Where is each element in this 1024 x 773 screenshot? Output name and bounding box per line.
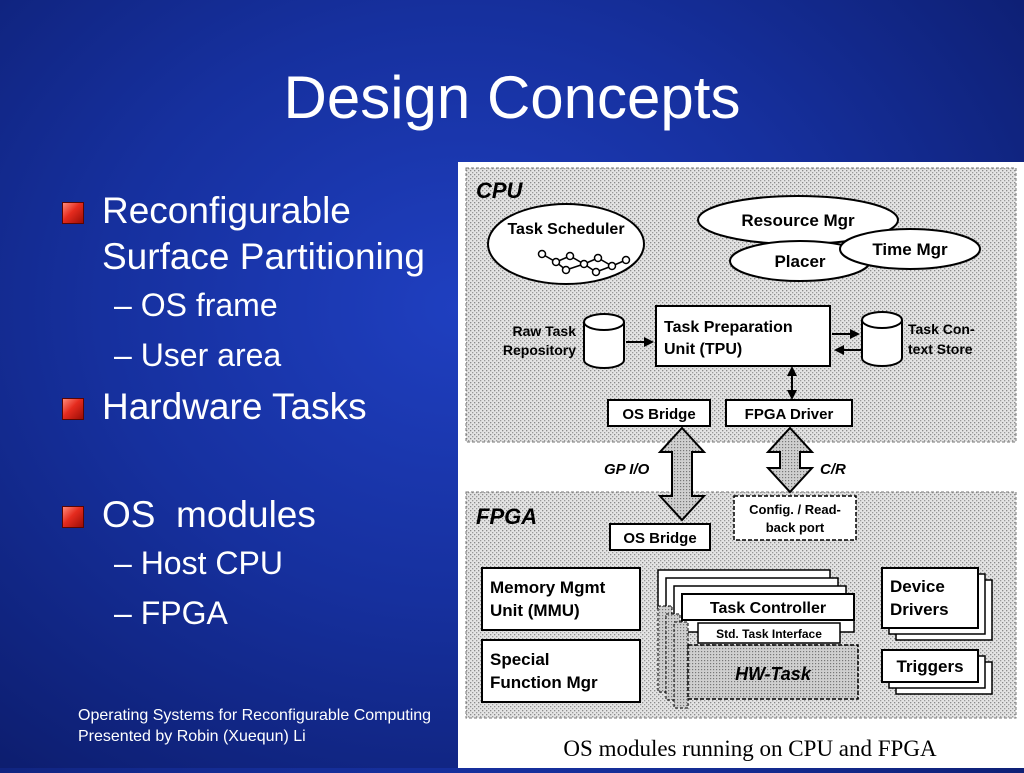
bullet-hardware-tasks: Hardware Tasks — [62, 384, 462, 430]
cpu-label: CPU — [476, 178, 524, 203]
cr-double-arrow — [765, 426, 815, 494]
device-drivers-label-2: Drivers — [890, 600, 949, 619]
bullet-text-line-1: Reconfigurable — [102, 190, 351, 231]
task-context-store-label-1: Task Con- — [908, 321, 975, 337]
bullet-surface-partitioning: Reconfigurable Surface Partitioning — [62, 188, 462, 280]
raw-task-repo-label-2: Repository — [503, 342, 576, 358]
diagram-caption: OS modules running on CPU and FPGA — [563, 736, 937, 761]
bullet-square-icon — [62, 202, 84, 224]
arrowhead-icon — [834, 345, 844, 355]
task-controller-box — [681, 593, 855, 621]
sub-bullet-user-area: – User area — [114, 337, 282, 373]
sub-bullet-os-frame: – OS frame — [114, 287, 278, 323]
std-task-interface-label: Std. Task Interface — [716, 627, 822, 641]
arrowhead-icon — [787, 390, 797, 400]
special-fn-label-1: Special — [490, 650, 550, 669]
time-mgr-label: Time Mgr — [872, 240, 948, 259]
arrowhead-icon — [850, 329, 860, 339]
slide-footer: Operating Systems for Reconfigurable Com… — [78, 705, 431, 747]
bullet-text-line-2: Surface Partitioning — [102, 236, 425, 277]
footer-line-2: Presented by Robin (Xuequn) Li — [78, 728, 306, 745]
special-fn-label-2: Function Mgr — [490, 673, 598, 692]
tpu-label-1: Task Preparation — [664, 319, 793, 336]
fpga-label: FPGA — [476, 504, 537, 529]
mmu-label-1: Memory Mgmt — [490, 578, 606, 597]
mmu-label-2: Unit (MMU) — [490, 601, 580, 620]
placer-label: Placer — [774, 252, 825, 271]
bullet-os-modules: OS modules — [62, 492, 462, 538]
footer-line-1: Operating Systems for Reconfigurable Com… — [78, 707, 432, 724]
bullet-list: Reconfigurable Surface Partitioning – OS… — [62, 188, 462, 638]
task-controller-label: Task Controller — [710, 600, 826, 617]
sub-bullet-host-cpu: – Host CPU — [114, 545, 283, 581]
os-bridge-fpga-label: OS Bridge — [623, 530, 696, 547]
cr-label: C/R — [820, 461, 846, 478]
mmu-box — [481, 567, 641, 631]
task-context-store-label-2: text Store — [908, 341, 973, 357]
device-drivers-box — [881, 567, 979, 629]
fpga-driver-label: FPGA Driver — [745, 406, 834, 423]
triggers-box — [881, 649, 979, 683]
bullet-square-icon — [62, 506, 84, 528]
task-context-store-database-icon — [861, 311, 903, 367]
os-bridge-cpu-box — [607, 399, 711, 427]
os-modules-diagram: CPU Task Scheduler Resource Mgr Placer T… — [465, 167, 1017, 761]
hw-task-stack-shadow — [657, 605, 689, 709]
tpu-box — [655, 305, 831, 367]
config-port-label-2: back port — [766, 520, 825, 535]
task-graph-icon — [537, 249, 631, 277]
gp-io-label: GP I/O — [604, 461, 650, 478]
config-port-label-1: Config. / Read- — [749, 502, 841, 517]
arrowhead-icon — [787, 366, 797, 376]
triggers-label: Triggers — [896, 657, 963, 676]
gp-io-double-arrow — [657, 426, 707, 522]
std-task-interface-box — [697, 622, 841, 644]
bullet-square-icon — [62, 398, 84, 420]
device-drivers-label-1: Device — [890, 577, 945, 596]
bullet-text: OS modules — [102, 494, 316, 535]
task-scheduler-ellipse — [487, 203, 645, 285]
sub-bullet-fpga: – FPGA — [114, 595, 228, 631]
hw-task-label: HW-Task — [735, 664, 812, 684]
hw-task-box — [687, 644, 859, 700]
fpga-driver-box — [725, 399, 853, 427]
os-bridge-cpu-label: OS Bridge — [622, 406, 695, 423]
resource-mgr-label: Resource Mgr — [741, 211, 855, 230]
time-mgr-ellipse — [839, 228, 981, 270]
slide-title: Design Concepts — [283, 64, 741, 131]
raw-task-repo-label-1: Raw Task — [512, 323, 576, 339]
special-function-mgr-box — [481, 639, 641, 703]
task-scheduler-label: Task Scheduler — [507, 221, 624, 238]
raw-task-repo-database-icon — [583, 313, 625, 369]
arrowhead-icon — [644, 337, 654, 347]
diagram-panel: CPU Task Scheduler Resource Mgr Placer T… — [458, 162, 1024, 768]
config-readback-port-box — [733, 495, 857, 541]
os-bridge-fpga-box — [609, 523, 711, 551]
tpu-label-2: Unit (TPU) — [664, 341, 742, 358]
bullet-text: Hardware Tasks — [102, 386, 367, 427]
